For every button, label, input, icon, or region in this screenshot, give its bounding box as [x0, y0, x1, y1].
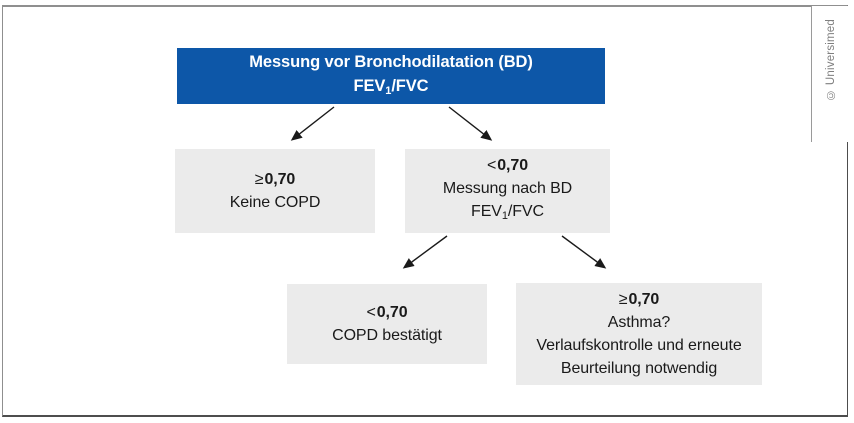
arrow-root-to-after-bd — [448, 106, 493, 141]
node-measurement-before-bd: Messung vor Bronchodilatation (BD) FEV1/… — [177, 48, 605, 104]
node-after-bd-ratio: FEV1/FVC — [471, 200, 544, 228]
threshold-value: 0,70 — [497, 157, 528, 174]
arrow-afterbd-to-asthma — [561, 235, 607, 269]
node-copd-confirmed: <0,70 COPD bestätigt — [287, 284, 487, 364]
fev-label: FEV — [353, 76, 386, 95]
threshold-value: 0,70 — [264, 171, 296, 188]
arrow-afterbd-to-copd-confirmed — [402, 235, 448, 269]
node-asthma-followup: ≥0,70 Asthma? Verlaufskontrolle und erne… — [516, 283, 762, 385]
node-copd-confirmed-threshold: <0,70 — [367, 301, 408, 324]
threshold-value: 0,70 — [628, 291, 660, 308]
node-no-copd: ≥0,70 Keine COPD — [175, 149, 375, 233]
fvc-label: /FVC — [507, 203, 544, 220]
node-copd-confirmed-label: COPD bestätigt — [332, 327, 442, 344]
node-no-copd-threshold: ≥0,70 — [254, 168, 296, 191]
node-after-bd-threshold: <0,70 — [487, 154, 528, 177]
lt-symbol: < — [487, 157, 497, 174]
arrow-root-to-no-copd — [290, 106, 335, 141]
node-measurement-after-bd: <0,70 Messung nach BD FEV1/FVC — [405, 149, 610, 233]
threshold-value: 0,70 — [376, 304, 408, 321]
fev-subscript: 1 — [385, 84, 392, 97]
node-asthma-threshold: ≥0,70 — [618, 288, 660, 311]
copyright-column: © Universimed — [811, 6, 850, 142]
node-root-ratio: FEV1/FVC — [353, 74, 428, 103]
lt-symbol: < — [366, 304, 376, 321]
gte-symbol: ≥ — [254, 171, 264, 188]
node-no-copd-label: Keine COPD — [229, 194, 321, 211]
fvc-label: /FVC — [391, 76, 429, 95]
node-root-title: Messung vor Bronchodilatation (BD) — [249, 52, 533, 71]
fev-label: FEV — [471, 203, 502, 220]
copyright-text: © Universimed — [825, 19, 837, 101]
node-asthma-label: Asthma? — [607, 314, 671, 331]
node-asthma-followup-line2: Beurteilung notwendig — [560, 360, 718, 377]
node-after-bd-label: Messung nach BD — [442, 180, 573, 197]
gte-symbol: ≥ — [618, 291, 628, 308]
fev-subscript: 1 — [501, 210, 508, 222]
node-asthma-followup-line1: Verlaufskontrolle und erneute — [536, 337, 742, 354]
